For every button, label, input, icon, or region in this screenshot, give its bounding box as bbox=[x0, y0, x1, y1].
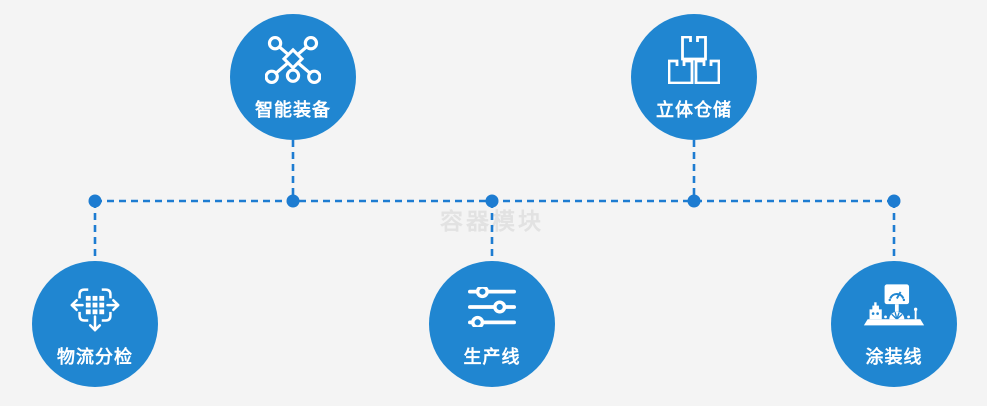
node-logistics-sorting: 物流分检 bbox=[32, 261, 158, 387]
node-label: 涂装线 bbox=[865, 347, 923, 368]
network-nodes-icon bbox=[265, 33, 321, 87]
machine-monitor-icon bbox=[862, 280, 926, 334]
watermark-text: 容器模块 bbox=[440, 209, 544, 235]
node-coating-line: 涂装线 bbox=[831, 261, 957, 387]
junction-dot bbox=[687, 194, 701, 208]
node-production-line: 生产线 bbox=[429, 261, 555, 387]
node-label: 生产线 bbox=[463, 347, 521, 368]
node-label: 智能装备 bbox=[255, 100, 331, 121]
sorting-arrows-icon bbox=[68, 280, 122, 334]
junction-dot bbox=[485, 194, 499, 208]
stacked-boxes-icon bbox=[668, 33, 720, 87]
node-label: 立体仓储 bbox=[656, 100, 732, 121]
junction-dot bbox=[286, 194, 300, 208]
node-smart-equipment: 智能装备 bbox=[230, 14, 356, 140]
node-label: 物流分检 bbox=[57, 347, 133, 368]
sliders-icon bbox=[468, 280, 516, 334]
junction-dot bbox=[887, 194, 901, 208]
node-stereo-warehouse: 立体仓储 bbox=[631, 14, 757, 140]
junction-dot bbox=[88, 194, 102, 208]
